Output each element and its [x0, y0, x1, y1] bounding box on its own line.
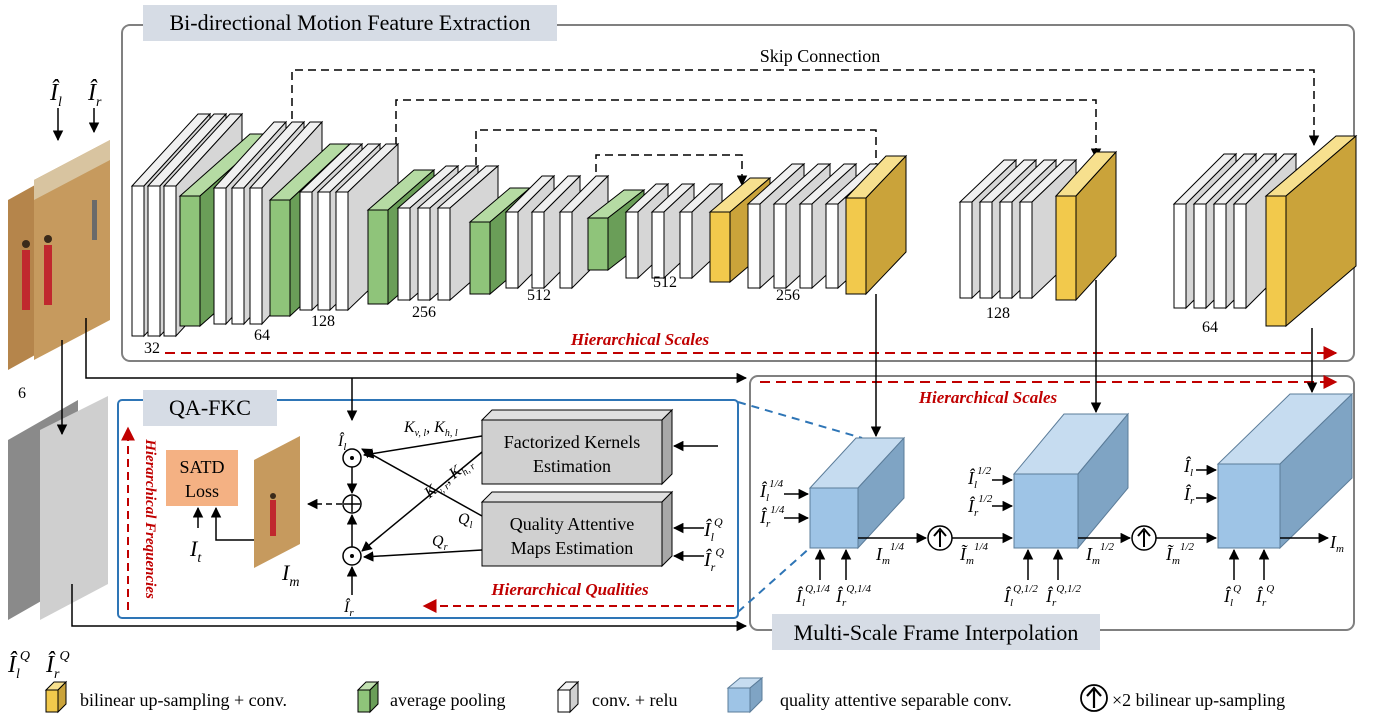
svg-text:Im: Im	[1329, 532, 1344, 555]
frames-to-interp-line	[85, 318, 748, 384]
svg-text:Îl: Îl	[1183, 455, 1193, 479]
interp-labels: Îl1/4 Îr1/4 ÎlQ,1/4 ÎrQ,1/4 Im1/4 Ĩm1/4 …	[759, 455, 1344, 609]
svg-text:Îr: Îr	[1183, 483, 1195, 507]
qasc-cube-scale3	[1216, 392, 1354, 550]
input-right-label: Îr	[87, 80, 102, 110]
channel-label: 512	[653, 274, 677, 291]
extraction-title: Bi-directional Motion Feature Extraction	[169, 10, 530, 35]
svg-text:Im1/4: Im1/4	[875, 541, 905, 567]
fkc-title: QA-FKC	[169, 395, 251, 420]
green-block-icon	[356, 680, 380, 714]
channel-label: 128	[986, 305, 1010, 322]
feature-blocks	[130, 112, 1358, 338]
svg-text:Îl1/2: Îl1/2	[967, 465, 992, 491]
svg-text:Im1/2: Im1/2	[1085, 541, 1115, 567]
hier-frequencies-label: Hierarchical Frequencies	[142, 438, 158, 599]
channel-label: 64	[1202, 319, 1218, 336]
output-frame-image	[254, 436, 300, 568]
channel-label: 32	[144, 340, 160, 357]
fke-box	[480, 408, 674, 486]
qmap-right-label: ÎrQ	[45, 649, 70, 682]
legend-yellow-text: bilinear up-sampling + conv.	[80, 690, 287, 710]
satd-loss-box	[166, 450, 238, 506]
quality-maps	[8, 396, 108, 620]
white-block-icon	[556, 680, 580, 714]
qame-label-line2: Maps Estimation	[511, 538, 634, 558]
qame-input-l: ÎlQ	[703, 515, 723, 544]
legend: bilinear up-sampling + conv. average poo…	[44, 676, 1285, 714]
extraction-title-bg	[143, 5, 557, 41]
svg-text:Îr1/2: Îr1/2	[967, 493, 993, 519]
svg-text:ÎrQ: ÎrQ	[1255, 583, 1274, 609]
input-channels-label: 6	[18, 385, 26, 402]
zoom-line-top	[737, 401, 863, 439]
qasc-cube-scale1	[808, 436, 906, 550]
skip-connections	[291, 69, 1320, 187]
svg-text:ÎrQ,1/4: ÎrQ,1/4	[835, 583, 872, 609]
svg-text:ÎrQ,1/2: ÎrQ,1/2	[1045, 583, 1082, 609]
yellow-block-icon	[44, 680, 68, 714]
im-output-label: Im	[281, 560, 299, 590]
skip-connection-label: Skip Connection	[760, 46, 881, 66]
blue-block-icon	[726, 676, 764, 714]
fkc-panel	[117, 399, 739, 619]
il-fkc-label: Îl	[337, 431, 346, 453]
quality-map-labels: ÎlQ ÎrQ	[7, 649, 70, 682]
qasc-cube-scale2	[1012, 412, 1130, 550]
svg-text:ÎlQ,1/2: ÎlQ,1/2	[1003, 583, 1038, 609]
svg-text:Îl1/4: Îl1/4	[759, 478, 784, 504]
qr-label: Qr	[432, 533, 448, 553]
ir-fkc-label: Îr	[343, 597, 354, 619]
interp-title-bg	[772, 614, 1100, 650]
legend-green-text: average pooling	[390, 690, 505, 710]
legend-upsample-text: ×2 bilinear up-sampling	[1112, 690, 1285, 710]
qmap-left-label: ÎlQ	[7, 649, 30, 682]
input-frame-labels: Îl Îr	[49, 80, 102, 110]
channel-label: 64	[254, 327, 270, 344]
upsample-conv-block	[844, 154, 908, 296]
channel-label: 256	[412, 304, 436, 321]
svg-text:Ĩm1/2: Ĩm1/2	[1165, 541, 1195, 567]
channel-labels: 32 64 128 256 512 512 256 128 64	[144, 274, 1218, 357]
legend-blue-text: quality attentive separable conv.	[780, 690, 1012, 710]
fke-label-line1: Factorized Kernels	[504, 432, 640, 452]
svg-text:Îr1/4: Îr1/4	[759, 504, 785, 530]
kl-label: Kv, l,Kh, l	[403, 419, 458, 439]
ql-label: Ql	[458, 511, 473, 531]
svg-text:ÎlQ,1/4: ÎlQ,1/4	[795, 583, 830, 609]
qmap-to-interp-line	[71, 584, 748, 632]
upsample-conv-block	[1264, 134, 1358, 328]
it-label: It	[189, 536, 202, 566]
satd-label-line1: SATD	[179, 457, 224, 477]
hier-scales-mid-label: Hierarchical Scales	[918, 388, 1058, 407]
qame-label-line1: Quality Attentive	[510, 514, 634, 534]
channel-label: 256	[776, 287, 800, 304]
interp-title: Multi-Scale Frame Interpolation	[794, 620, 1079, 645]
fke-label-line2: Estimation	[533, 456, 611, 476]
fkc-title-bg	[143, 390, 277, 426]
hier-scales-top-label: Hierarchical Scales	[570, 330, 710, 349]
hier-qualities-label: Hierarchical Qualities	[490, 580, 649, 599]
input-left-label: Îl	[49, 80, 62, 110]
svg-text:Ĩm1/4: Ĩm1/4	[959, 541, 989, 567]
qame-input-r: ÎrQ	[703, 545, 724, 574]
satd-label-line2: Loss	[185, 481, 219, 501]
zoom-line-bottom	[737, 545, 813, 613]
upsample-arrow-icon	[1080, 684, 1108, 712]
qame-box	[480, 490, 674, 568]
svg-text:ÎlQ: ÎlQ	[1223, 583, 1241, 609]
legend-white-text: conv. + relu	[592, 690, 677, 710]
upsample-conv-block	[1054, 150, 1118, 302]
channel-label: 512	[527, 287, 551, 304]
channel-label: 128	[311, 313, 335, 330]
input-frames-image	[8, 140, 110, 370]
im-to-satd-arrow	[210, 506, 270, 541]
